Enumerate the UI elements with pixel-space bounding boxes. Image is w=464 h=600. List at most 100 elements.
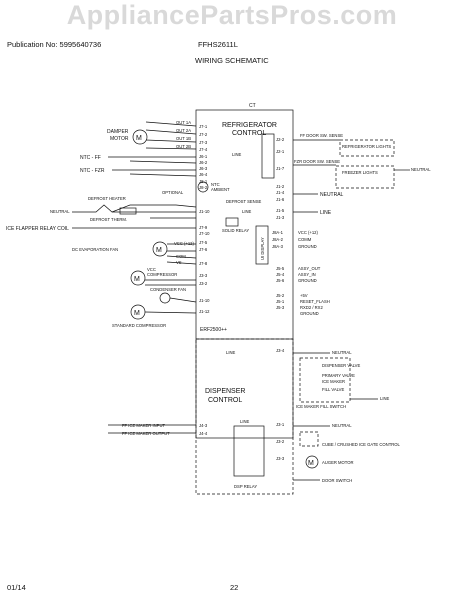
- dispenser-valve-label: DISPENSER VALVE: [322, 363, 360, 368]
- svg-text:J3-2: J3-2: [199, 281, 208, 286]
- watermark: AppliancePartsPros.com: [66, 0, 398, 30]
- svg-text:J8-1: J8-1: [199, 179, 208, 184]
- vcc-comm-label: VCC (+12): [298, 230, 319, 235]
- vcc-compressor-icon: [130, 270, 146, 286]
- reset-flash-label: RESET_FLASH: [300, 299, 330, 304]
- ntc-ambient-label-2: AMBIENT: [211, 187, 230, 192]
- fill-valve-label: FILL VALVE: [322, 387, 344, 392]
- svg-text:J1-12: J1-12: [199, 309, 210, 314]
- svg-text:J7-4: J7-4: [199, 147, 208, 152]
- damper-motor-icon: [132, 129, 148, 145]
- svg-text:J3-4: J3-4: [276, 348, 285, 353]
- svg-text:J3-3: J3-3: [276, 456, 285, 461]
- ui-display-label: UI DISPLAY: [260, 237, 265, 260]
- line-right-label: LINE: [320, 210, 332, 216]
- comm-label: COMM: [298, 237, 312, 242]
- right-pin-labels-3: J5-5 J5-4 J5-6 J5-2 J5-1 J5-3: [276, 266, 285, 310]
- svg-text:J3-3: J3-3: [199, 273, 208, 278]
- svg-text:OUT 2A: OUT 2A: [176, 128, 191, 133]
- vcc-compressor-label-1: VCC: [147, 267, 156, 272]
- svg-text:J1-2: J1-2: [276, 184, 285, 189]
- auger-motor-label: AUGER MOTOR: [322, 460, 354, 465]
- page-number: 22: [230, 583, 239, 592]
- svg-text:J1-7: J1-7: [276, 166, 285, 171]
- svg-text:M: M: [156, 247, 162, 254]
- vcc12-label: VCC (+12): [174, 241, 195, 246]
- ice-maker-valves-box: [299, 357, 351, 403]
- date-code: 01/14: [7, 583, 26, 592]
- dispenser-control-title-1: DISPENSER: [205, 388, 245, 395]
- svg-text:J7-8: J7-8: [199, 261, 208, 266]
- ct-label: CT: [249, 103, 256, 109]
- ntc-ff-label: NTC - FF: [80, 155, 101, 161]
- line-dispenser-label-2: LINE: [240, 419, 250, 424]
- reset-ground-label: GROUND: [300, 311, 319, 316]
- condenser-fan-icon: [159, 292, 171, 304]
- left-pin-labels-lower: J1-10 J7-9 J7-10 J7-5 J7-6 J7-8 J3-3 J3-…: [199, 209, 210, 314]
- svg-text:J7-6: J7-6: [199, 247, 208, 252]
- fridge-control-title-1: REFRIGERATOR: [222, 122, 277, 129]
- defrost-therm-label: DEFROST THERM.: [90, 217, 127, 222]
- svg-text:J3-1: J3-1: [276, 422, 285, 427]
- svg-text:J8A-3: J8A-3: [272, 244, 284, 249]
- neutral-left-label: NEUTRAL: [50, 209, 70, 214]
- svg-text:J1-10: J1-10: [199, 209, 210, 214]
- svg-text:J5-4: J5-4: [276, 272, 285, 277]
- svg-text:OUT 1B: OUT 1B: [176, 136, 191, 141]
- ice-maker-fill-switch-label: ICE MAKER FILL SWITCH: [296, 404, 346, 409]
- svg-text:J8A-1: J8A-1: [272, 230, 284, 235]
- svg-text:J6-1: J6-1: [199, 154, 208, 159]
- ntc-ambient-icon: [197, 181, 209, 193]
- damper-motor-label-2: MOTOR: [110, 136, 129, 142]
- svg-text:J6-4: J6-4: [199, 172, 208, 177]
- fzr-door-sense-label: FZR DOOR SW. SENSE: [294, 159, 340, 164]
- line-dispenser-right-label: LINE: [380, 396, 390, 401]
- svg-text:J7-1: J7-1: [199, 124, 208, 129]
- board-name: ERF2500++: [200, 327, 227, 333]
- svg-text:J6-2: J6-2: [199, 160, 208, 165]
- dispenser-control-title-2: CONTROL: [208, 397, 242, 404]
- defrost-heater-label: DEFROST HEATER: [88, 196, 126, 201]
- damper-motor-label-1: DAMPER: [107, 129, 129, 135]
- svg-text:J2-2: J2-2: [276, 137, 285, 142]
- svg-text:J7-9: J7-9: [199, 225, 208, 230]
- svg-text:J7-3: J7-3: [199, 140, 208, 145]
- line-dispenser-label: LINE: [226, 350, 236, 355]
- dsp-relay-label: DSP RELAY: [234, 484, 257, 489]
- svg-text:J7-10: J7-10: [199, 231, 210, 236]
- svg-text:J5-6: J5-6: [276, 278, 285, 283]
- dc-evap-fan-label: DC EVAPORATION FAN: [72, 247, 118, 252]
- ntc-fzr-label: NTC - FZR: [80, 168, 105, 174]
- ice-flapper-label: ICE FLAPPER RELAY COIL: [6, 226, 69, 232]
- svg-text:J8-2: J8-2: [199, 185, 208, 190]
- svg-text:J4-4: J4-4: [199, 431, 208, 436]
- svg-text:OUT 2B: OUT 2B: [176, 144, 191, 149]
- ground-label: GROUND: [298, 244, 317, 249]
- svg-text:J1-4: J1-4: [276, 190, 285, 195]
- ff-door-sense-label: FF DOOR SW. SENSE: [300, 133, 343, 138]
- neutral-dispenser-2-label: NEUTRAL: [332, 423, 352, 428]
- vcc-compressor-label-2: COMPRESSOR: [147, 272, 177, 277]
- auger-motor-icon: [305, 455, 319, 469]
- ntc-ambient-label-1: NTC: [211, 182, 220, 187]
- svg-text:M: M: [134, 276, 140, 283]
- com-label: COM: [176, 254, 186, 259]
- door-switch-label: DOOR SWITCH: [322, 478, 352, 483]
- assy-ground-label: GROUND: [298, 278, 317, 283]
- svg-text:J1-5: J1-5: [276, 208, 285, 213]
- defrost-heater-element: [119, 207, 137, 215]
- svg-text:M: M: [308, 460, 314, 467]
- optional-label: OPTIONAL: [162, 190, 184, 195]
- svg-text:OUT 1A: OUT 1A: [176, 120, 191, 125]
- rxd-label: RXD2 / RX2: [300, 305, 323, 310]
- svg-text:J1-10: J1-10: [199, 298, 210, 303]
- neutral-right-top-label: NEUTRAL: [411, 167, 431, 172]
- neutral-dispenser-label: NEUTRAL: [332, 350, 352, 355]
- assy-in-label: ASSY_IN: [298, 272, 316, 277]
- svg-text:J7-5: J7-5: [199, 240, 208, 245]
- svg-text:J2-1: J2-1: [276, 149, 285, 154]
- freezer-lights-label: FREEZER LIGHTS: [342, 170, 378, 175]
- svg-text:M: M: [136, 135, 142, 142]
